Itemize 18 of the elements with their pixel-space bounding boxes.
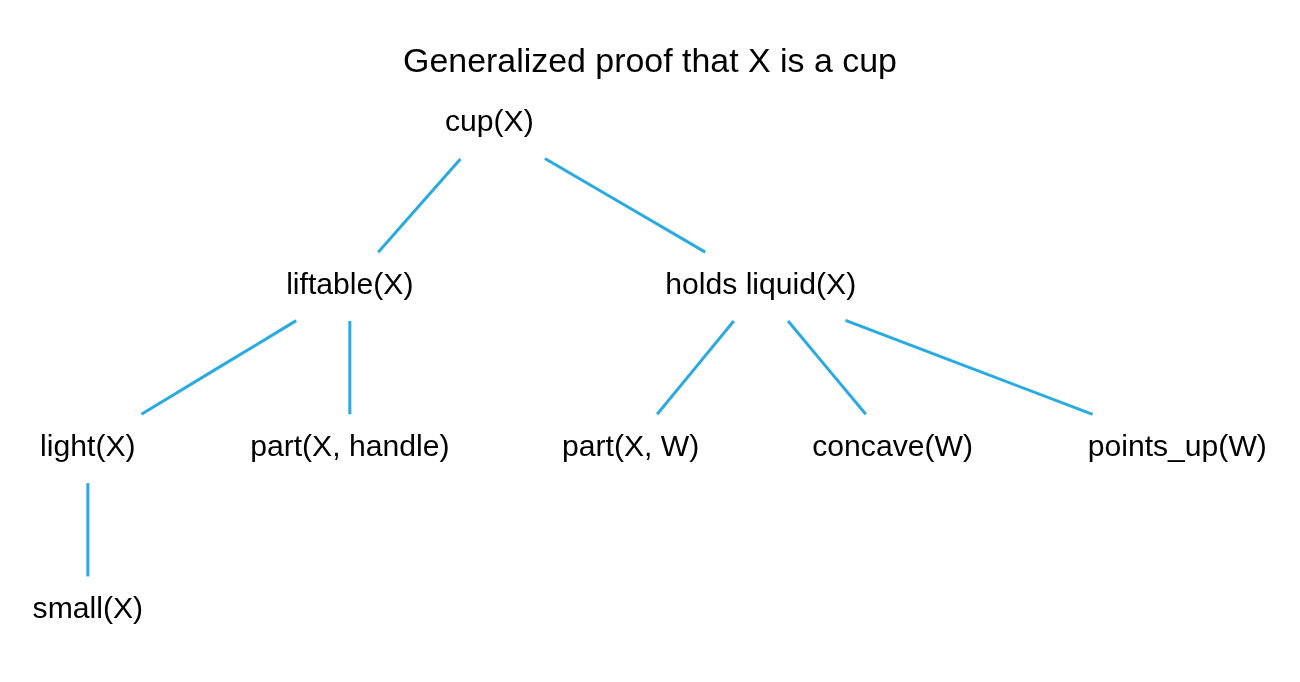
connector: [655, 320, 735, 416]
connector: [86, 483, 90, 577]
node-text: points_up(W): [1087, 428, 1267, 462]
node-text: part(X, W): [562, 428, 700, 462]
node-text: cup(X): [444, 104, 534, 138]
connector: [845, 319, 1094, 416]
connector: [377, 157, 462, 254]
node-text: holds liquid(X): [665, 266, 857, 300]
connector: [348, 321, 352, 415]
node-text: liftable(X): [286, 266, 414, 300]
node-text: part(X, handle): [250, 428, 450, 462]
connector: [786, 320, 867, 416]
node-text: small(X): [32, 590, 144, 624]
connector: [140, 319, 297, 416]
diagram-title: Generalized proof that X is a cup: [403, 41, 897, 80]
node-text: concave(W): [812, 428, 974, 462]
node-text: light(X): [40, 428, 136, 462]
connector: [544, 157, 706, 254]
